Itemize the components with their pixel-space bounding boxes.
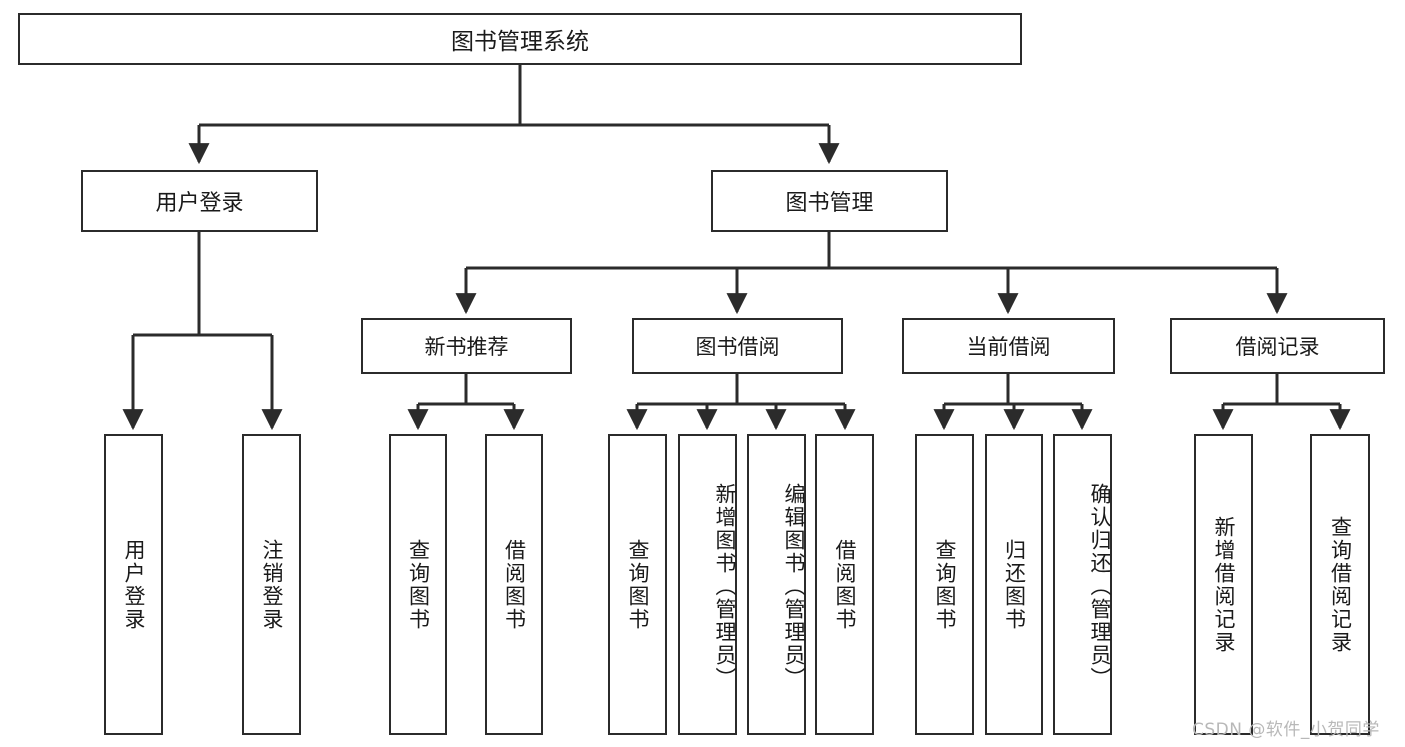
node-leaf-logout-label: 注销登录 bbox=[260, 538, 284, 631]
node-leaf-user-login[interactable]: 用户登录 bbox=[104, 434, 163, 735]
node-user-login-label: 用户登录 bbox=[155, 191, 244, 216]
node-leaf-borrow-book-1[interactable]: 借阅图书 bbox=[485, 434, 543, 735]
node-leaf-query-book-1[interactable]: 查询图书 bbox=[389, 434, 447, 735]
node-leaf-query-book-2-label: 查询图书 bbox=[626, 538, 650, 631]
node-leaf-edit-book[interactable]: 编辑图书（管理员） bbox=[747, 434, 806, 735]
node-leaf-query-record[interactable]: 查询借阅记录 bbox=[1310, 434, 1370, 735]
node-leaf-logout[interactable]: 注销登录 bbox=[242, 434, 301, 735]
node-leaf-confirm-return[interactable]: 确认归还（管理员） bbox=[1053, 434, 1112, 735]
node-user-login[interactable]: 用户登录 bbox=[81, 170, 318, 232]
node-new-book-recommend-label: 新书推荐 bbox=[424, 335, 509, 359]
node-book-management-label: 图书管理 bbox=[785, 191, 874, 216]
node-root-label: 图书管理系统 bbox=[451, 29, 589, 55]
node-current-borrow-label: 当前借阅 bbox=[966, 335, 1051, 359]
node-new-book-recommend[interactable]: 新书推荐 bbox=[361, 318, 572, 374]
node-leaf-borrow-book-2[interactable]: 借阅图书 bbox=[815, 434, 874, 735]
node-book-borrow-label: 图书借阅 bbox=[695, 335, 780, 359]
node-leaf-edit-book-label: 编辑图书（管理员） bbox=[782, 483, 806, 690]
node-leaf-query-book-2[interactable]: 查询图书 bbox=[608, 434, 667, 735]
node-leaf-return-book[interactable]: 归还图书 bbox=[985, 434, 1043, 735]
node-borrow-record-label: 借阅记录 bbox=[1235, 335, 1320, 359]
node-borrow-record[interactable]: 借阅记录 bbox=[1170, 318, 1385, 374]
node-leaf-query-record-label: 查询借阅记录 bbox=[1328, 515, 1353, 654]
node-leaf-add-book[interactable]: 新增图书（管理员） bbox=[678, 434, 737, 735]
node-current-borrow[interactable]: 当前借阅 bbox=[902, 318, 1115, 374]
node-book-management[interactable]: 图书管理 bbox=[711, 170, 948, 232]
watermark: CSDN @软件_小贺同学 bbox=[1192, 720, 1380, 740]
node-leaf-add-record-label: 新增借阅记录 bbox=[1212, 515, 1236, 654]
node-leaf-user-login-label: 用户登录 bbox=[122, 538, 146, 631]
node-leaf-borrow-book-2-label: 借阅图书 bbox=[833, 538, 857, 631]
node-leaf-query-book-3-label: 查询图书 bbox=[933, 538, 957, 631]
node-leaf-confirm-return-label: 确认归还（管理员） bbox=[1088, 483, 1112, 690]
node-leaf-add-book-label: 新增图书（管理员） bbox=[713, 483, 737, 690]
node-root[interactable]: 图书管理系统 bbox=[18, 13, 1022, 65]
node-leaf-return-book-label: 归还图书 bbox=[1002, 538, 1027, 631]
node-leaf-query-book-3[interactable]: 查询图书 bbox=[915, 434, 974, 735]
node-book-borrow[interactable]: 图书借阅 bbox=[632, 318, 843, 374]
node-leaf-add-record[interactable]: 新增借阅记录 bbox=[1194, 434, 1253, 735]
node-leaf-query-book-1-label: 查询图书 bbox=[406, 538, 431, 631]
node-leaf-borrow-book-1-label: 借阅图书 bbox=[502, 538, 527, 631]
